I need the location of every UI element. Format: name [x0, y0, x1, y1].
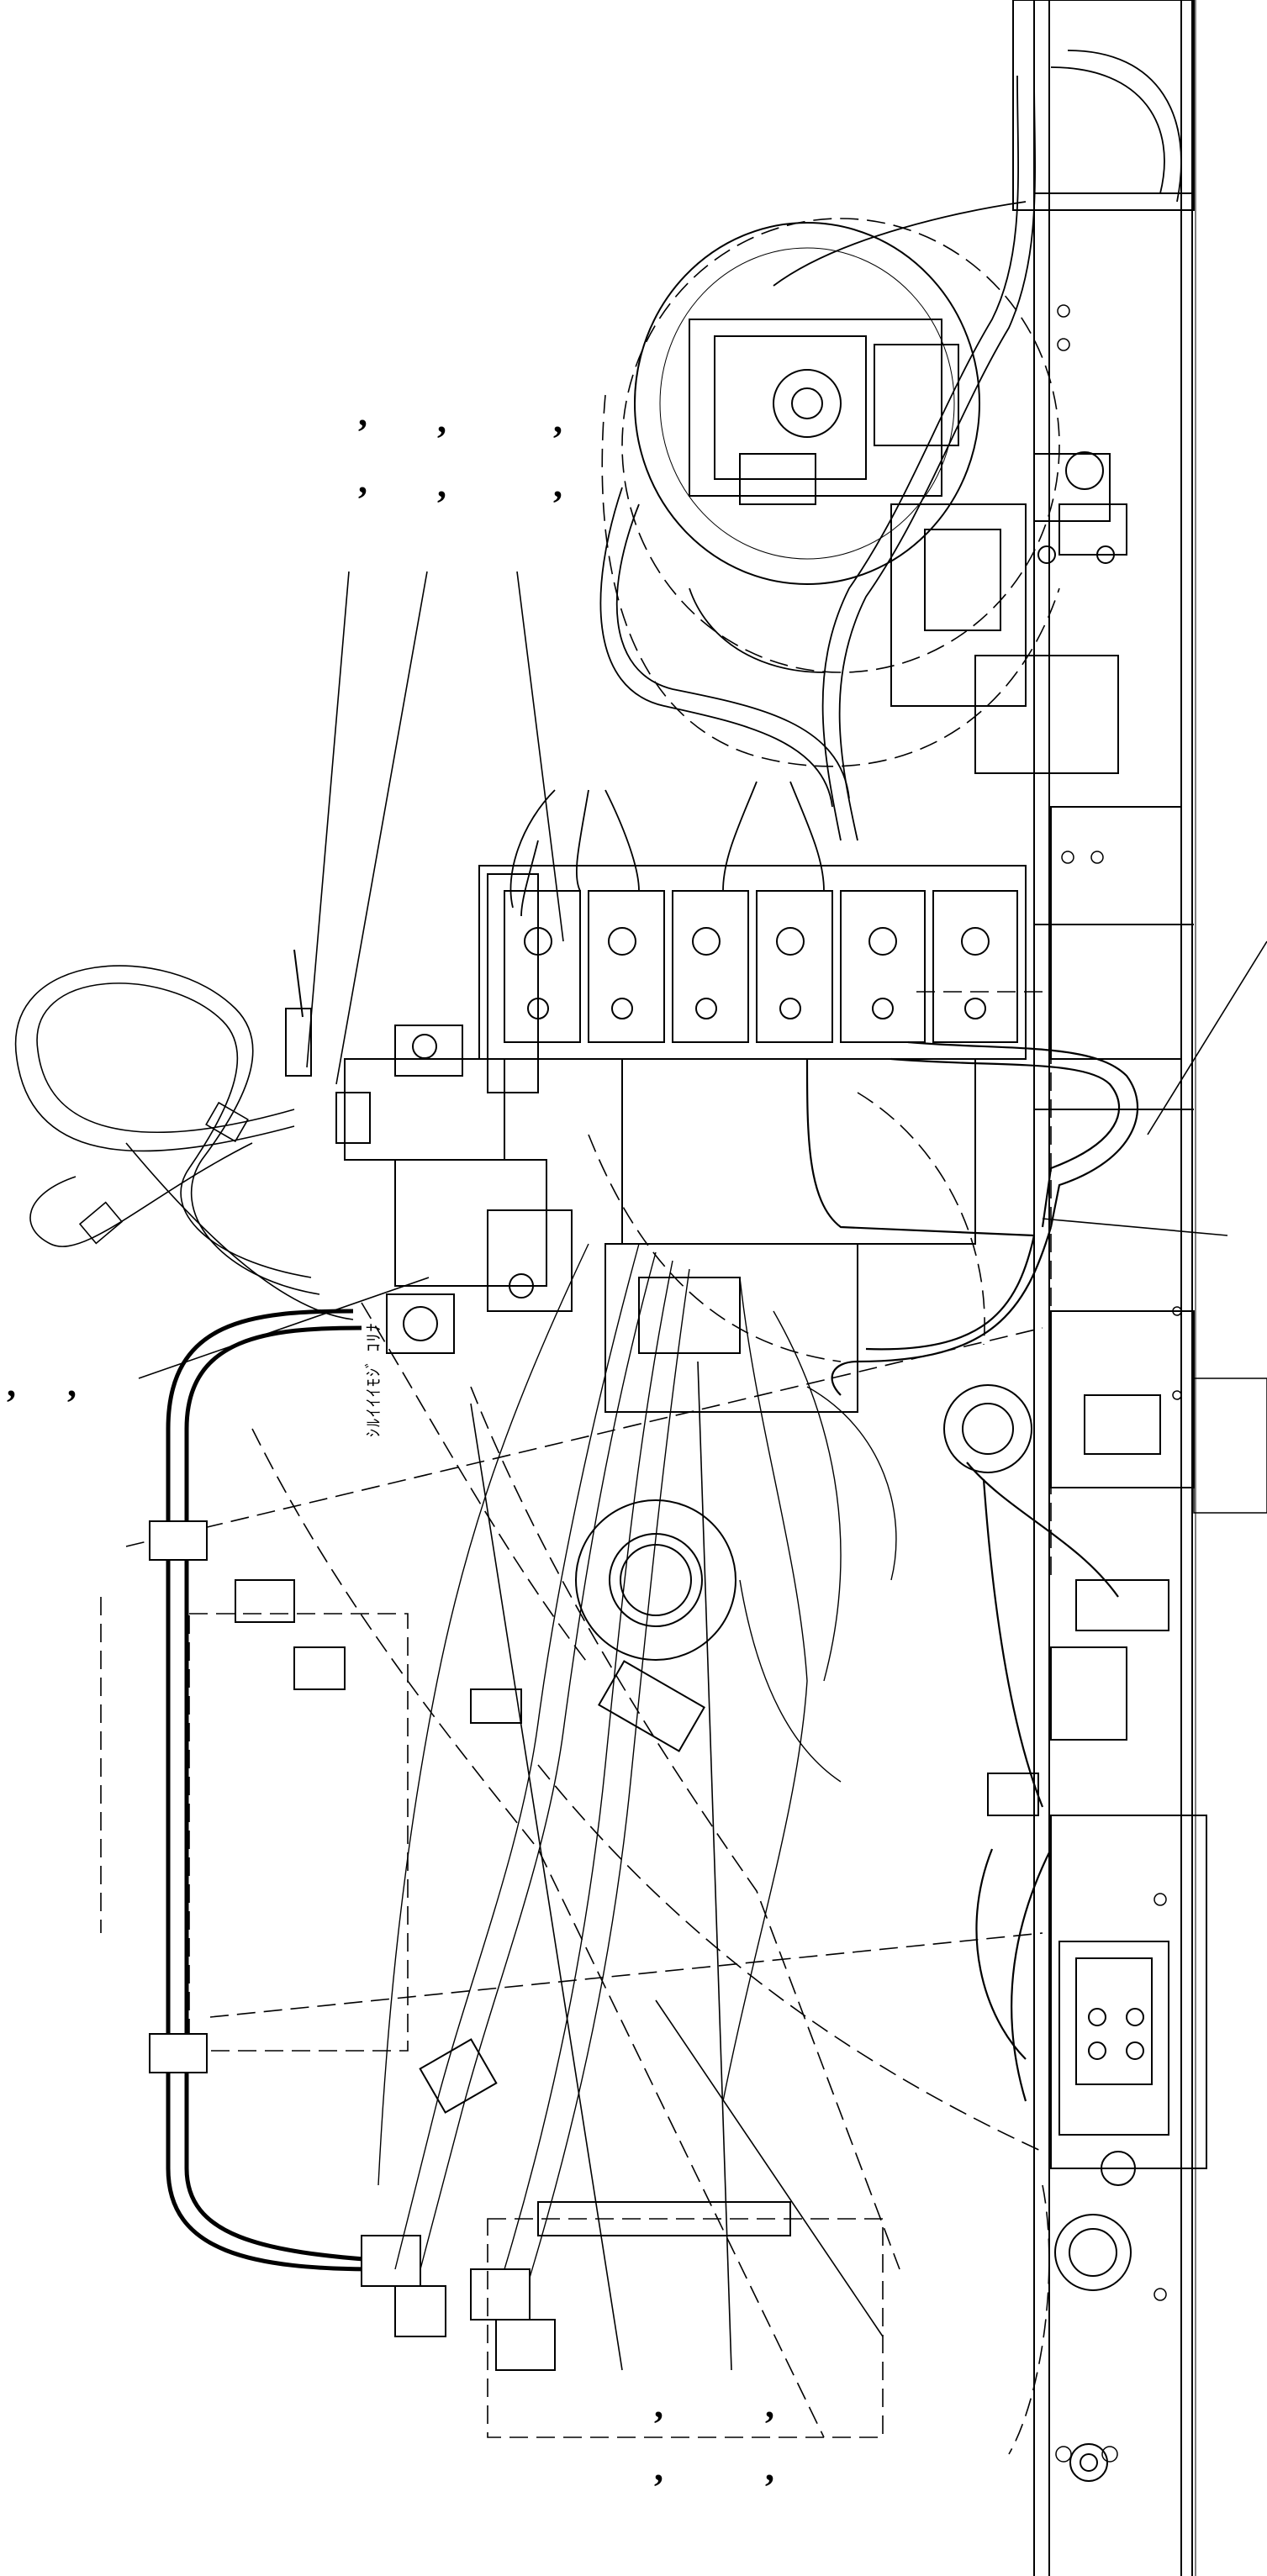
callout-mark: , [654, 2384, 663, 2426]
boom-hose-bundle [377, 1243, 897, 2278]
vertical-part-label: ｼﾙｲｲｲﾓｼﾞ ｺﾘﾅ [365, 1321, 383, 1437]
callout-mark: , [437, 464, 446, 505]
upper-hose-bundle [509, 50, 1182, 917]
right-frame-rails [1012, 0, 1267, 2576]
bolt-markers [1055, 304, 1182, 2463]
cylinder-parts [235, 1394, 1169, 2371]
callout-mark: , [358, 460, 367, 501]
callout-mark: , [437, 399, 446, 440]
dashed-outlines [100, 218, 1060, 2455]
boom-pivot [575, 1384, 1136, 2482]
right-side-hoses [805, 1040, 1139, 2102]
callout-mark: , [553, 464, 562, 505]
control-valve-block [478, 865, 1027, 1413]
leader-lines [138, 571, 1267, 2371]
callout-mark: , [67, 1363, 77, 1404]
main-hoses [166, 1309, 388, 2272]
callout-mark: , [7, 1363, 16, 1404]
swivel-joint-assembly [285, 949, 573, 1354]
callout-mark: , [765, 2447, 774, 2489]
callout-mark: , [358, 392, 367, 434]
hose-clamps [149, 1520, 446, 2337]
hose-loops-left [14, 965, 354, 1320]
callout-mark: , [654, 2447, 663, 2489]
callout-mark: , [553, 399, 562, 440]
callout-mark: , [765, 2384, 774, 2426]
pump-assembly [634, 222, 1127, 774]
